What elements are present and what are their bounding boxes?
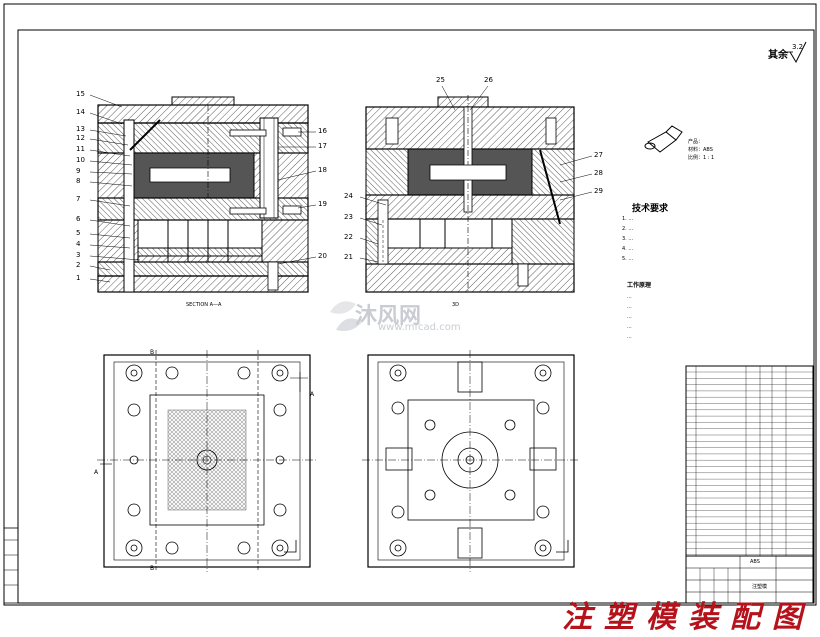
callout-left: 7 [76,195,81,203]
callout-right-left: 21 [344,253,353,261]
section-view-right [359,85,593,293]
callout-mid: 18 [318,166,327,174]
plan-view-left [97,350,318,572]
callout-left: 11 [76,145,85,153]
title-block-name: 注塑模 [752,584,768,590]
callout-left: 15 [76,90,85,98]
callout-right-left: 24 [344,192,353,200]
tech-requirement-line: 5. ... [622,256,634,262]
part-scale: 比例：1 : 1 [688,155,715,161]
tech-requirements-title: 技术要求 [632,204,669,214]
work-process-line: ... [627,324,632,330]
roughness-value: 3.2 [792,43,804,51]
callout-mid: 17 [318,142,327,150]
callout-right-top: 25 [436,76,445,84]
callout-left: 4 [76,240,81,248]
work-process-line: ... [627,304,632,310]
callout-left: 2 [76,261,81,269]
tech-requirement-line: 1. ... [622,216,634,222]
part-product: 产品： [688,139,704,145]
callout-left: 6 [76,215,81,223]
inner-frame [17,29,815,604]
view-marker-a-top: A [310,391,315,398]
tech-requirement-line: 3. ... [622,236,634,242]
work-process-line: ... [627,294,632,300]
watermark-logo-icon [330,301,362,331]
outer-frame [3,3,817,606]
tech-requirement-line: 4. ... [622,246,634,252]
callout-left: 8 [76,177,81,185]
part-material: 材料：ABS [688,147,713,153]
work-process-title: 工作原理 [627,282,652,289]
plan-view-right [362,350,580,572]
callout-left: 12 [76,134,85,142]
part-sketch [644,125,683,153]
section-label-left: SECTION A—A [186,302,222,308]
callout-mid: 16 [318,127,327,135]
callout-mid: 20 [318,252,327,260]
view-marker-b-top: B [150,349,155,356]
view-marker-b-bottom: B [150,565,155,572]
callout-left: 1 [76,274,81,282]
callout-right-side: 29 [594,187,603,195]
callout-left: 14 [76,108,85,116]
roughness-symbol [789,41,807,64]
view-marker-a-left: A [94,469,99,476]
section-view-left [89,94,317,293]
drawing-title: 注塑模装配图 [562,600,814,635]
work-process-line: ... [627,314,632,320]
left-side-stamp [3,527,19,604]
work-process-line: ... [627,334,632,340]
watermark-brand: 沐风网 [355,304,422,329]
callout-right-left: 22 [344,233,353,241]
section-label-right: 3D [452,302,460,308]
callout-right-side: 27 [594,151,603,159]
callout-right-left: 23 [344,213,353,221]
callout-mid: 19 [318,200,327,208]
tech-requirement-line: 2. ... [622,226,634,232]
roughness-label: 其余 [768,50,788,61]
title-block-material: ABS [750,559,760,565]
callout-left: 3 [76,251,81,259]
bom-table [685,365,814,557]
callout-left: 9 [76,167,81,175]
title-block [685,555,814,604]
watermark-url: www.mfcad.com [378,322,461,333]
callout-left: 10 [76,156,85,164]
callout-left: 5 [76,229,81,237]
callout-right-top: 26 [484,76,493,84]
callout-right-side: 28 [594,169,603,177]
callout-left: 13 [76,125,85,133]
